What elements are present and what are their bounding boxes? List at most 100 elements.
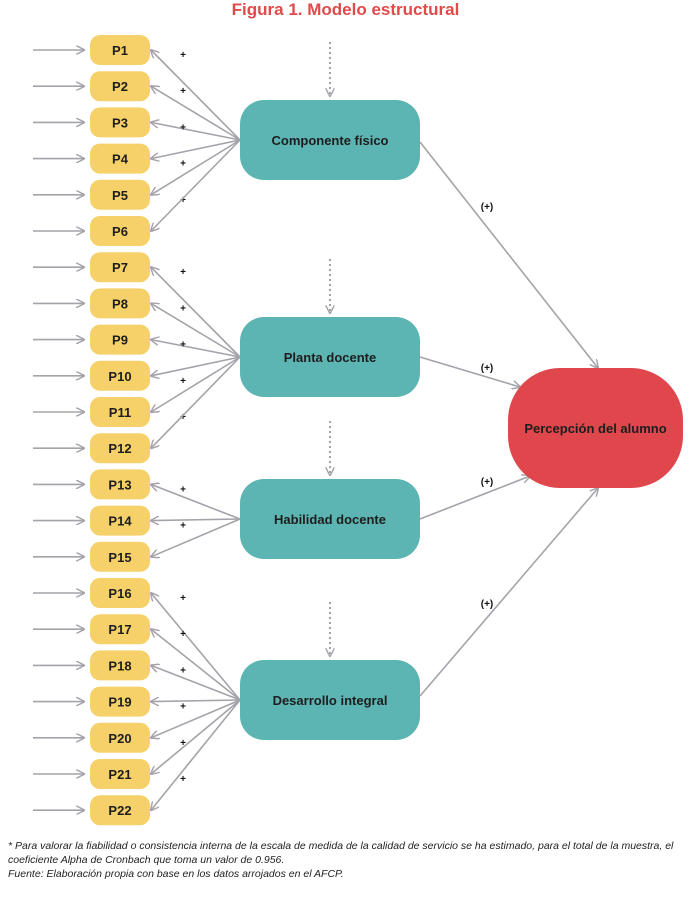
- loading-arrow-p17: [151, 629, 241, 701]
- item-label: P4: [112, 152, 129, 167]
- item-box: [90, 252, 150, 283]
- item-box: [90, 505, 150, 536]
- outcome-node: Percepción del alumno: [508, 368, 683, 488]
- item-node-p6: P6: [90, 216, 150, 246]
- item-label: P2: [112, 79, 128, 94]
- item-label: P22: [108, 803, 131, 818]
- loading-arrow-p11: [151, 356, 241, 412]
- nodes-layer: P1P2P3P4P5P6P7P8P9P10P11P12P13P14P15P16P…: [90, 35, 683, 826]
- figure-title: Figura 1. Modelo estructural: [231, 0, 460, 19]
- item-box: [90, 578, 150, 608]
- structural-model-diagram: +++++(+)+++++(+)++(+)++++++(+) P1P2P3P4P…: [33, 35, 683, 826]
- loading-arrow-p6: [151, 139, 241, 231]
- component-box: [240, 660, 420, 740]
- component-node-planta-docente: Planta docente: [240, 317, 420, 397]
- item-label: P13: [108, 477, 131, 492]
- item-box: [90, 324, 150, 355]
- loading-arrow-p3: [151, 122, 241, 141]
- path-sign-planta-docente: (+): [481, 363, 494, 374]
- loading-sign-p9: +: [180, 340, 186, 351]
- loading-arrow-p7: [151, 267, 241, 358]
- item-node-p21: P21: [90, 759, 150, 789]
- loading-sign-p4: +: [180, 159, 186, 170]
- loading-sign-p10: +: [180, 376, 186, 387]
- path-sign-habilidad-docente: (+): [481, 477, 494, 488]
- item-box: [90, 469, 150, 500]
- loading-sign-p2: +: [180, 86, 186, 97]
- loading-arrow-p15: [151, 518, 241, 557]
- item-label: P3: [112, 115, 128, 130]
- item-label: P1: [112, 43, 128, 58]
- loading-arrow-p21: [151, 699, 241, 774]
- footnote: * Para valorar la fiabilidad o consisten…: [8, 839, 684, 881]
- item-box: [90, 722, 150, 753]
- loading-sign-p13: +: [180, 484, 186, 495]
- item-label: P12: [108, 441, 131, 456]
- item-label: P20: [108, 731, 131, 746]
- item-node-p14: P14: [90, 505, 150, 536]
- item-node-p13: P13: [90, 469, 150, 500]
- loading-sign-p16: +: [180, 593, 186, 604]
- loading-arrow-p14: [151, 519, 241, 521]
- item-label: P15: [108, 550, 131, 565]
- item-node-p16: P16: [90, 578, 150, 608]
- loading-sign-p14: +: [180, 521, 186, 532]
- item-box: [90, 288, 150, 319]
- item-box: [90, 433, 150, 464]
- item-label: P18: [108, 658, 131, 673]
- loading-sign-p1: +: [180, 50, 186, 61]
- item-box: [90, 614, 150, 645]
- item-box: [90, 216, 150, 246]
- path-arrow-desarrollo-integral: [419, 488, 598, 697]
- item-node-p12: P12: [90, 433, 150, 464]
- item-box: [90, 107, 150, 138]
- item-box: [90, 35, 150, 65]
- item-node-p9: P9: [90, 324, 150, 355]
- item-node-p10: P10: [90, 360, 150, 391]
- item-box: [90, 686, 150, 717]
- component-node-habilidad-docente: Habilidad docente: [240, 479, 420, 559]
- loading-sign-p19: +: [180, 702, 186, 713]
- path-sign-componente-f-sico: (+): [481, 202, 494, 213]
- item-label: P17: [108, 622, 131, 637]
- loading-sign-p5: +: [180, 195, 186, 206]
- item-node-p7: P7: [90, 252, 150, 283]
- item-label: P6: [112, 224, 128, 239]
- loading-arrow-p12: [151, 356, 241, 448]
- footnote-source: Fuente: Elaboración propia con base en l…: [8, 868, 344, 880]
- item-label: P5: [112, 188, 128, 203]
- item-node-p5: P5: [90, 179, 150, 210]
- loading-arrow-p13: [151, 484, 241, 520]
- item-box: [90, 71, 150, 102]
- loading-sign-p20: +: [180, 738, 186, 749]
- component-node-componente-f-sico: Componente físico: [240, 100, 420, 180]
- loading-arrow-p2: [151, 86, 241, 141]
- item-node-p19: P19: [90, 686, 150, 717]
- loading-sign-p17: +: [180, 629, 186, 640]
- item-box: [90, 179, 150, 210]
- path-arrow-componente-f-sico: [419, 141, 598, 368]
- loading-arrow-p22: [151, 699, 241, 810]
- item-box: [90, 360, 150, 391]
- edges-layer: +++++(+)+++++(+)++(+)++++++(+): [33, 42, 598, 810]
- outcome-label: Percepción del alumno: [524, 421, 666, 436]
- component-node-desarrollo-integral: Desarrollo integral: [240, 660, 420, 740]
- component-box: [240, 317, 420, 397]
- item-box: [90, 541, 150, 572]
- loading-sign-p8: +: [180, 303, 186, 314]
- item-box: [90, 397, 150, 427]
- loading-sign-p7: +: [180, 267, 186, 278]
- component-label: Planta docente: [284, 350, 376, 365]
- loading-arrow-p19: [151, 700, 241, 702]
- item-label: P8: [112, 296, 128, 311]
- loading-arrow-p1: [151, 50, 241, 141]
- item-box: [90, 795, 150, 826]
- loading-arrow-p10: [151, 356, 241, 376]
- path-arrow-habilidad-docente: [419, 476, 530, 520]
- item-node-p20: P20: [90, 722, 150, 753]
- item-label: P16: [108, 586, 131, 601]
- footnote-note: * Para valorar la fiabilidad o consisten…: [8, 840, 674, 866]
- loading-sign-p18: +: [180, 665, 186, 676]
- loading-arrow-p16: [151, 593, 241, 701]
- loading-arrow-p18: [151, 665, 241, 701]
